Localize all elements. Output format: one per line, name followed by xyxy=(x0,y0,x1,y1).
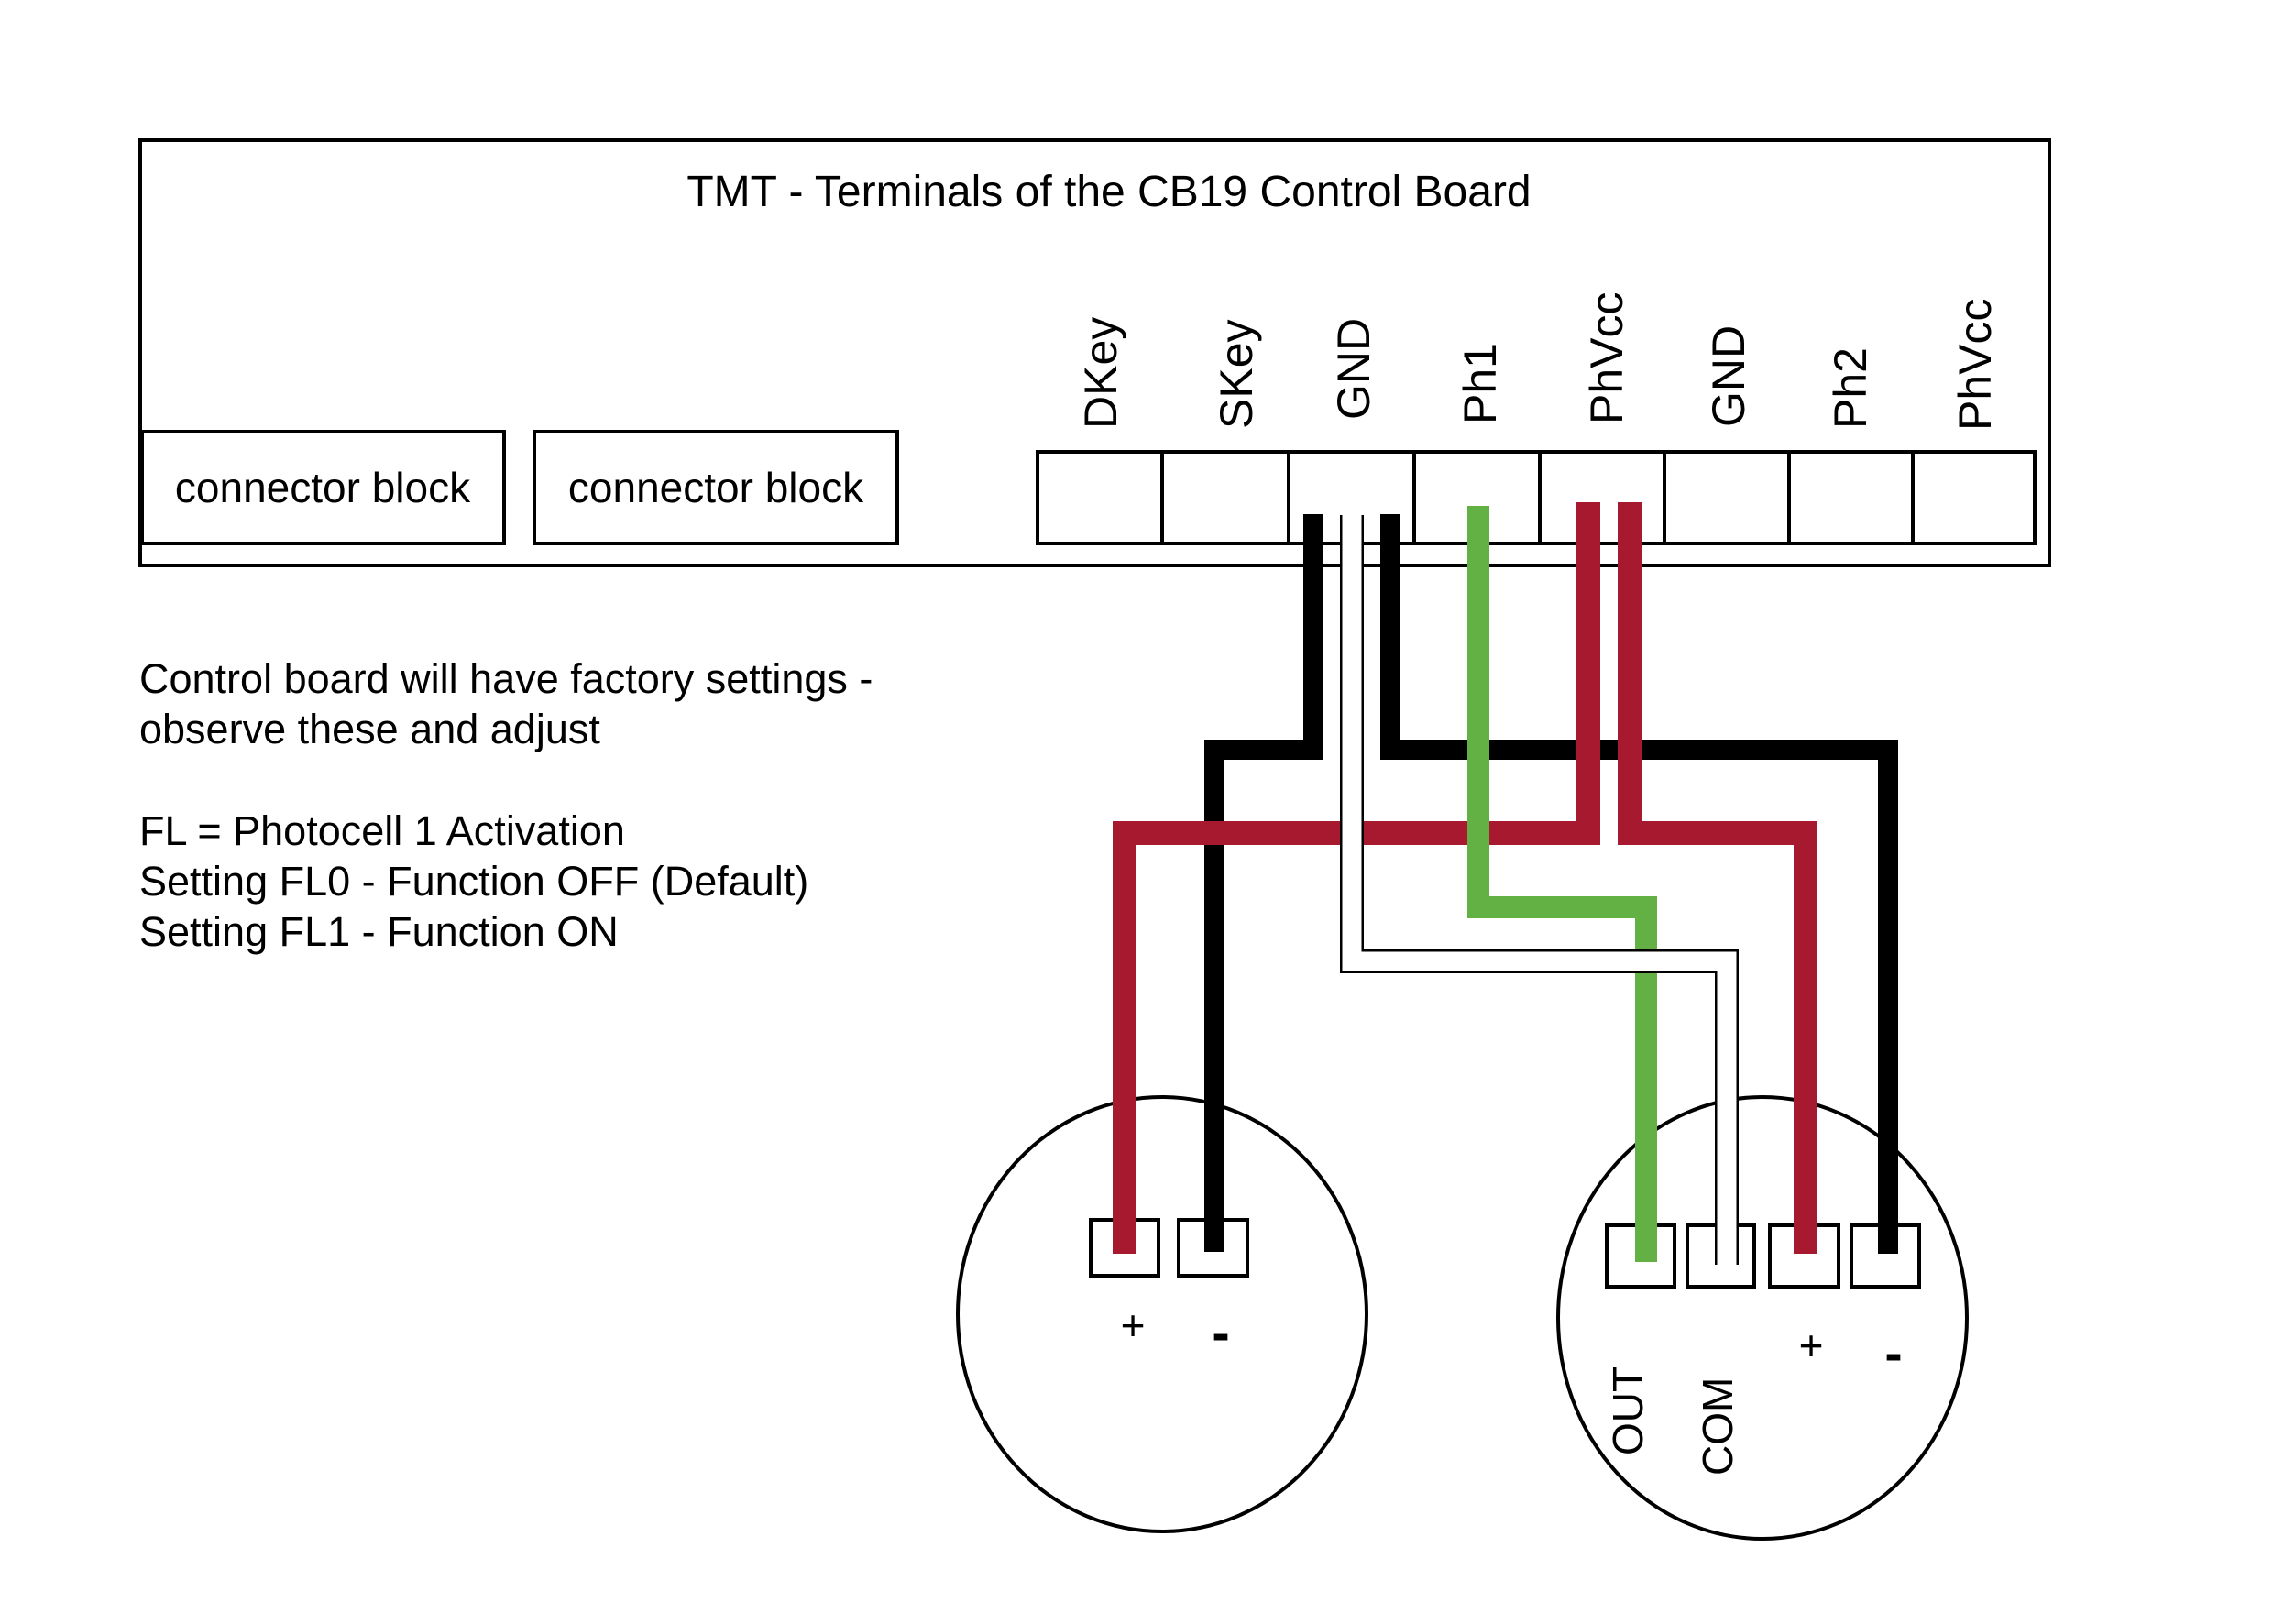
receiver-com-label: COM xyxy=(1694,1377,1741,1476)
receiver-minus-label: - xyxy=(1884,1323,1902,1383)
terminal-label-phvcc-1: PhVcc xyxy=(1581,291,1632,424)
terminal-label-skey: SKey xyxy=(1211,319,1262,429)
terminal-dkey xyxy=(1036,450,1164,545)
terminal-label-ph1: Ph1 xyxy=(1455,343,1506,424)
connector-block-2-label: connector block xyxy=(568,464,864,511)
connector-block-2: connector block xyxy=(533,430,899,545)
terminal-label-dkey: DKey xyxy=(1075,317,1126,429)
black-wire-gnd-to-transmitter-minus xyxy=(1204,514,1323,1252)
note-line-5: Setting FL1 - Function ON xyxy=(139,908,619,955)
white-wire-gnd-to-receiver-com xyxy=(1340,515,1739,1265)
notes: Control board will have factory settings… xyxy=(139,655,873,955)
red-wire-phvcc-to-receiver-plus xyxy=(1618,502,1817,1254)
terminal-gnd-2 xyxy=(1663,450,1791,545)
connector-block-1: connector block xyxy=(140,430,506,545)
terminal-ph2 xyxy=(1787,450,1915,545)
note-line-3: FL = Photocell 1 Activation xyxy=(139,807,625,854)
connector-block-1-label: connector block xyxy=(175,464,471,511)
terminal-label-ph2: Ph2 xyxy=(1825,347,1876,429)
green-wire-ph1-to-receiver-out xyxy=(1467,506,1657,1262)
terminal-strip xyxy=(1036,450,2037,545)
terminal-label-phvcc-2: PhVcc xyxy=(1949,298,2001,431)
note-line-2: observe these and adjust xyxy=(139,706,600,752)
note-line-4: Setting FL0 - Function OFF (Default) xyxy=(139,858,808,905)
transmitter-minus-label: - xyxy=(1212,1303,1229,1363)
receiver-out-label: OUT xyxy=(1604,1366,1652,1455)
terminal-label-gnd-1: GND xyxy=(1328,318,1379,420)
terminal-phvcc-1 xyxy=(1538,450,1666,545)
transmitter-plus-label: + xyxy=(1121,1301,1146,1349)
board-title: TMT - Terminals of the CB19 Control Boar… xyxy=(686,168,1531,216)
transmitter-photocell xyxy=(956,1095,1368,1533)
terminal-skey xyxy=(1160,450,1290,545)
terminal-label-gnd-2: GND xyxy=(1703,325,1754,427)
terminal-phvcc-2 xyxy=(1911,450,2037,545)
note-line-1: Control board will have factory settings… xyxy=(139,655,873,702)
receiver-plus-label: + xyxy=(1799,1322,1824,1369)
receiver-photocell xyxy=(1556,1095,1969,1541)
